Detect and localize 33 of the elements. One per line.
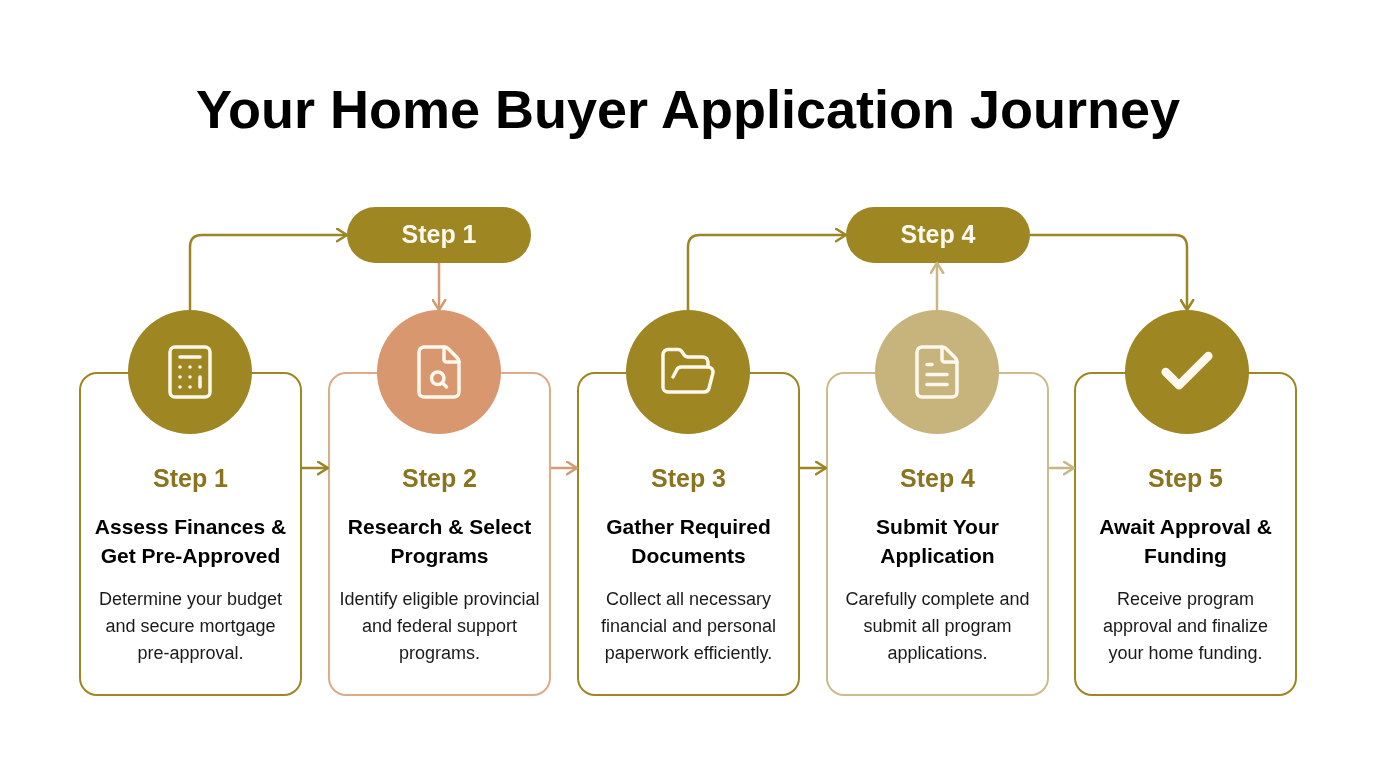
step-description: Receive program approval and finalize your home funding. <box>1101 587 1270 665</box>
arrow <box>929 261 945 310</box>
step-heading: Await Approval & Funding <box>1098 513 1273 569</box>
arrow <box>1030 233 1195 312</box>
step-card <box>79 372 302 696</box>
step-description: Carefully complete and submit all program applications. <box>844 587 1031 665</box>
arrow <box>302 460 330 476</box>
arrow <box>551 460 579 476</box>
step-card <box>1074 372 1297 696</box>
step-heading: Research & Select Programs <box>346 513 533 569</box>
step-label: Step 4 <box>900 463 975 494</box>
step-description: Collect all necessary financial and personal paperwork efficiently. <box>599 587 778 665</box>
step-card <box>328 372 551 696</box>
arrow <box>686 227 848 310</box>
step-label: Step 2 <box>402 463 477 494</box>
step-card <box>577 372 800 696</box>
step-heading: Submit Your Application <box>875 513 1000 569</box>
arrow <box>431 263 447 312</box>
step-description: Identify eligible provincial and federal support programs. <box>338 587 541 665</box>
step-heading: Gather Required Documents <box>605 513 772 569</box>
step-label: Step 3 <box>651 463 726 494</box>
step-card <box>826 372 1049 696</box>
pill-label: Step 1 <box>401 219 477 251</box>
arrow <box>1049 460 1076 476</box>
step-description: Determine your budget and secure mortgage pre-approval. <box>97 587 284 665</box>
pill-label: Step 4 <box>900 219 976 251</box>
arrow <box>188 227 349 310</box>
arrow <box>800 460 828 476</box>
step-pill <box>846 207 1030 263</box>
step-label: Step 1 <box>153 463 228 494</box>
step-heading: Assess Finances & Get Pre-Approved <box>93 513 288 569</box>
step-label: Step 5 <box>1148 463 1223 494</box>
step-pill <box>347 207 531 263</box>
